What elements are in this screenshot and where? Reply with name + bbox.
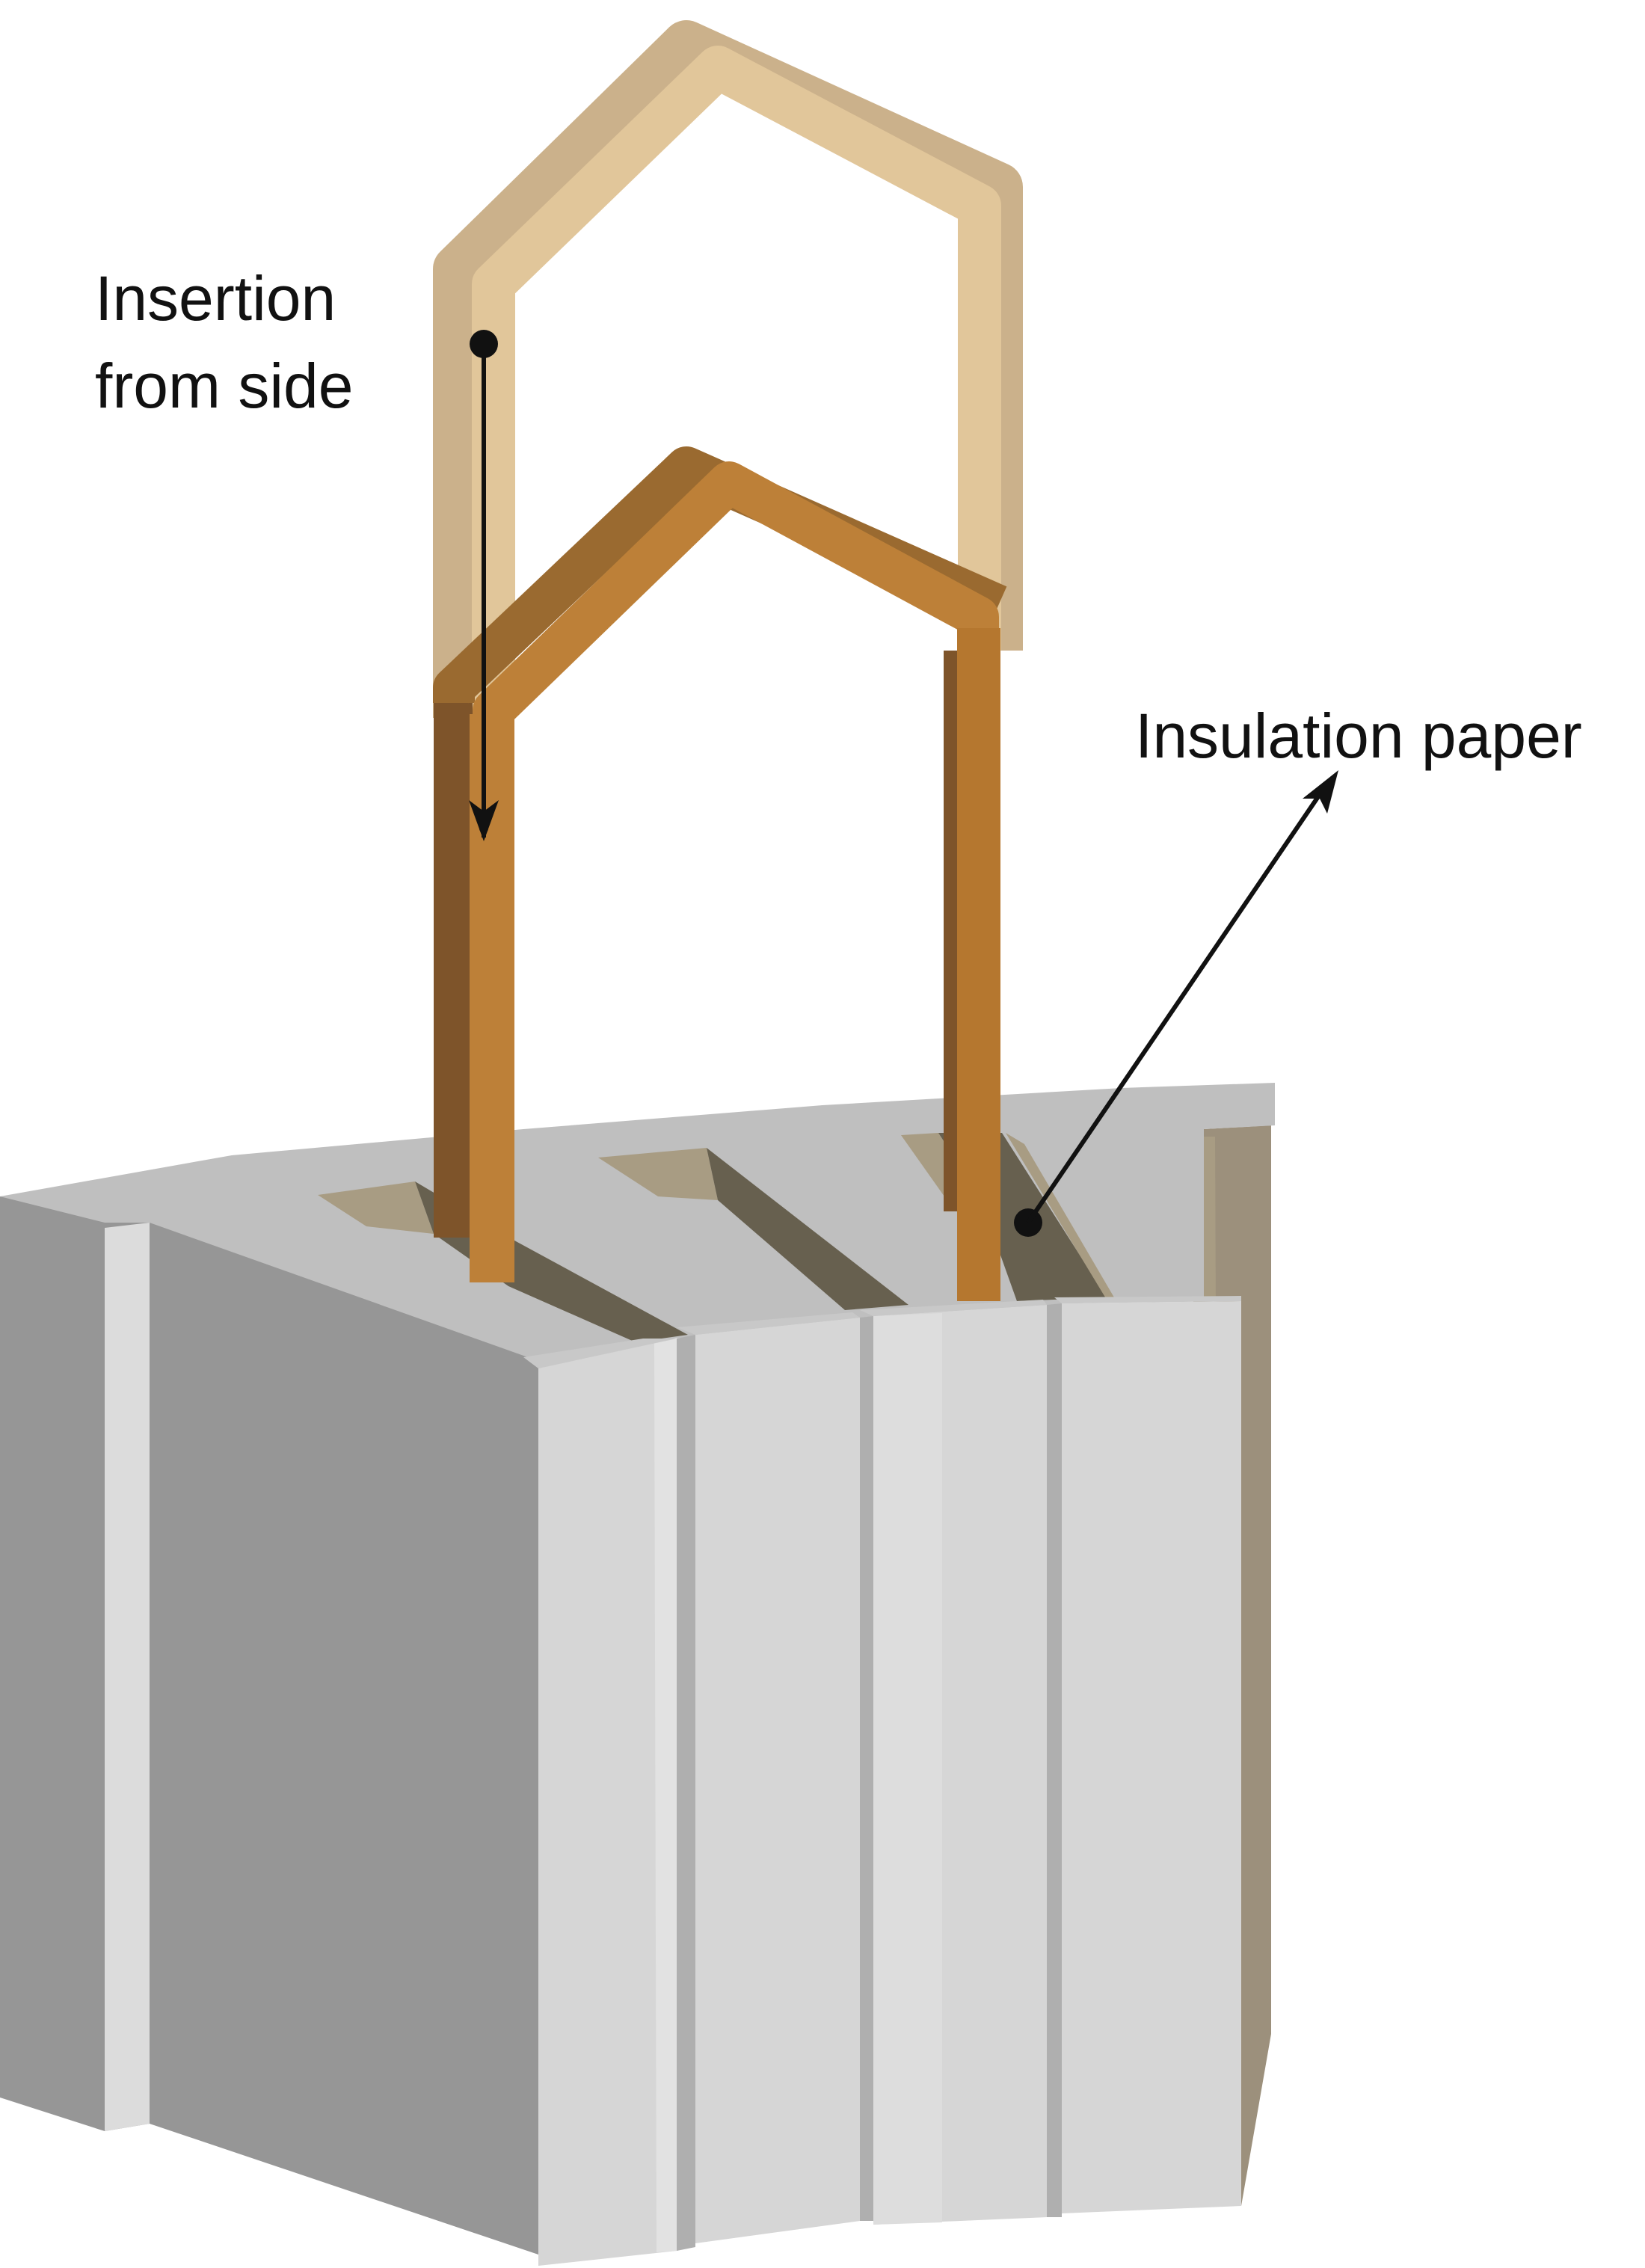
- inserted-coil-left-shadow: [434, 699, 473, 1238]
- inserted-coil-right-leg: [957, 628, 1000, 1301]
- slot-2-floor: [707, 1148, 908, 1310]
- insertion-callout: Insertion from side: [95, 263, 499, 841]
- tooth-1-cap: [523, 1339, 677, 1368]
- tooth-1-edge: [654, 1339, 677, 2252]
- tooth-3-cap: [860, 1300, 1047, 1316]
- tooth-3-highlight: [873, 1313, 942, 2225]
- slot-2-paper: [598, 1148, 718, 1200]
- slot-3-paper-side: [1006, 1133, 1114, 1300]
- ghost-coil: [433, 20, 1023, 718]
- insertion-label-line1: Insertion: [95, 263, 336, 334]
- insertion-label-line2: from side: [95, 351, 353, 421]
- insulation-label: Insulation paper: [1135, 701, 1582, 771]
- insulation-callout: Insulation paper: [1014, 701, 1582, 1237]
- stator-left-rib: [105, 1223, 150, 2131]
- inserted-coil-left-leg: [470, 714, 514, 1282]
- inserted-coil-top-band: [473, 461, 999, 731]
- ghost-coil-band: [472, 46, 1001, 718]
- tooth-4-side: [1047, 1303, 1062, 2217]
- tooth-4-cap: [1054, 1296, 1241, 1303]
- inserted-coil-right-shadow: [944, 651, 957, 1211]
- tooth-4: [1062, 1301, 1241, 2213]
- tooth-3-side: [860, 1316, 873, 2221]
- slot-1-paper: [318, 1181, 434, 1234]
- stator-left-side: [0, 1196, 538, 2255]
- slot-1-floor: [415, 1181, 688, 1342]
- tooth-2: [695, 1318, 860, 2243]
- insulation-arrowhead-icon: [1303, 770, 1338, 814]
- stator-teeth: [523, 1271, 1271, 2266]
- insulation-arrow: [1026, 787, 1326, 1224]
- insertion-arrowhead-icon: [469, 800, 499, 841]
- tooth-2-cap: [677, 1312, 860, 1335]
- tooth-1: [538, 1339, 677, 2266]
- tooth-4-end: [1241, 1271, 1271, 2206]
- tooth-2-side: [677, 1335, 695, 2251]
